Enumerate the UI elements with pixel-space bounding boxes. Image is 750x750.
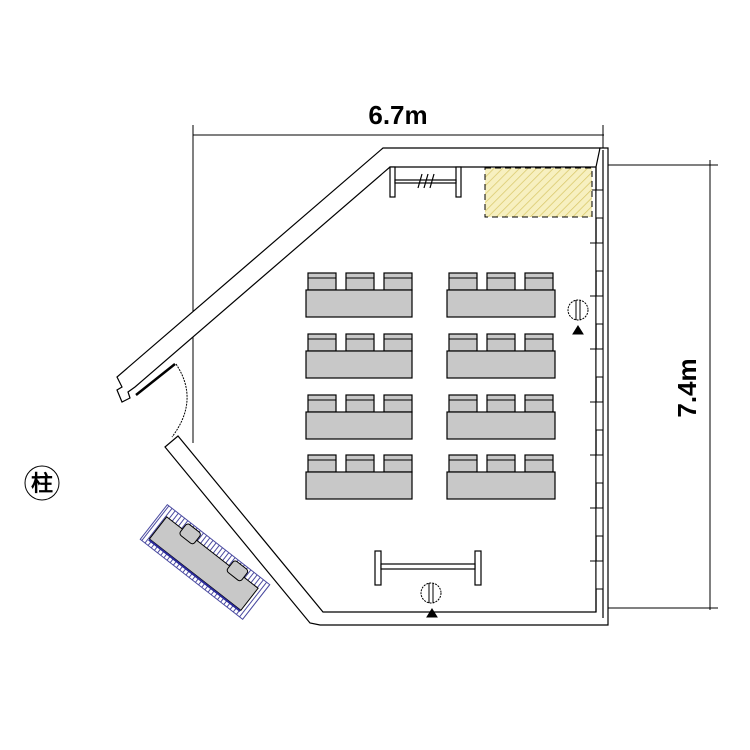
chair[interactable] (486, 333, 516, 352)
table[interactable] (446, 350, 556, 379)
window-pane (595, 242, 604, 272)
chair[interactable] (383, 394, 413, 413)
table-layout (305, 272, 556, 500)
column-marker: 柱 (24, 465, 60, 501)
chair[interactable] (524, 272, 554, 291)
chair[interactable] (448, 272, 478, 291)
chair[interactable] (345, 454, 375, 473)
chair[interactable] (383, 454, 413, 473)
chair[interactable] (486, 394, 516, 413)
door[interactable] (135, 363, 188, 438)
chair[interactable] (524, 454, 554, 473)
table[interactable] (446, 471, 556, 500)
column-label: 柱 (31, 472, 53, 497)
whiteboard[interactable] (389, 166, 462, 198)
table[interactable] (305, 411, 413, 440)
chair[interactable] (307, 272, 337, 291)
table-set[interactable] (305, 454, 413, 500)
chair[interactable] (383, 272, 413, 291)
table-set[interactable] (446, 272, 556, 318)
window-pane (595, 454, 604, 484)
table[interactable] (305, 471, 413, 500)
height-label: 7.4m (672, 358, 702, 417)
chair[interactable] (524, 333, 554, 352)
chair[interactable] (524, 394, 554, 413)
chair[interactable] (486, 454, 516, 473)
table[interactable] (446, 411, 556, 440)
chair[interactable] (307, 333, 337, 352)
chair[interactable] (448, 333, 478, 352)
table-set[interactable] (446, 394, 556, 440)
window-pane (595, 189, 604, 219)
table-set[interactable] (305, 333, 413, 379)
width-dimension (192, 125, 604, 443)
table[interactable] (446, 289, 556, 318)
window-pane (595, 507, 604, 537)
width-label: 6.7m (368, 100, 427, 130)
window-mullions (590, 189, 604, 590)
table-set[interactable] (305, 272, 413, 318)
window-pane (595, 401, 604, 431)
window-pane (595, 560, 604, 590)
chair[interactable] (448, 454, 478, 473)
chair[interactable] (345, 394, 375, 413)
chair[interactable] (448, 394, 478, 413)
chair[interactable] (307, 454, 337, 473)
sofa (139, 503, 271, 621)
chair[interactable] (486, 272, 516, 291)
window-pane (595, 348, 604, 378)
chair[interactable] (345, 333, 375, 352)
chair[interactable] (307, 394, 337, 413)
reserved-area (484, 167, 593, 218)
chair[interactable] (345, 272, 375, 291)
table-set[interactable] (446, 454, 556, 500)
chair[interactable] (383, 333, 413, 352)
outlet-bottom (420, 582, 442, 618)
table-set[interactable] (305, 394, 413, 440)
screen-stand[interactable] (374, 550, 482, 586)
walls (116, 147, 609, 626)
table-set[interactable] (446, 333, 556, 379)
outlet-right (567, 299, 589, 335)
table[interactable] (305, 350, 413, 379)
table[interactable] (305, 289, 413, 318)
height-dimension (600, 160, 718, 610)
window-pane (595, 295, 604, 325)
